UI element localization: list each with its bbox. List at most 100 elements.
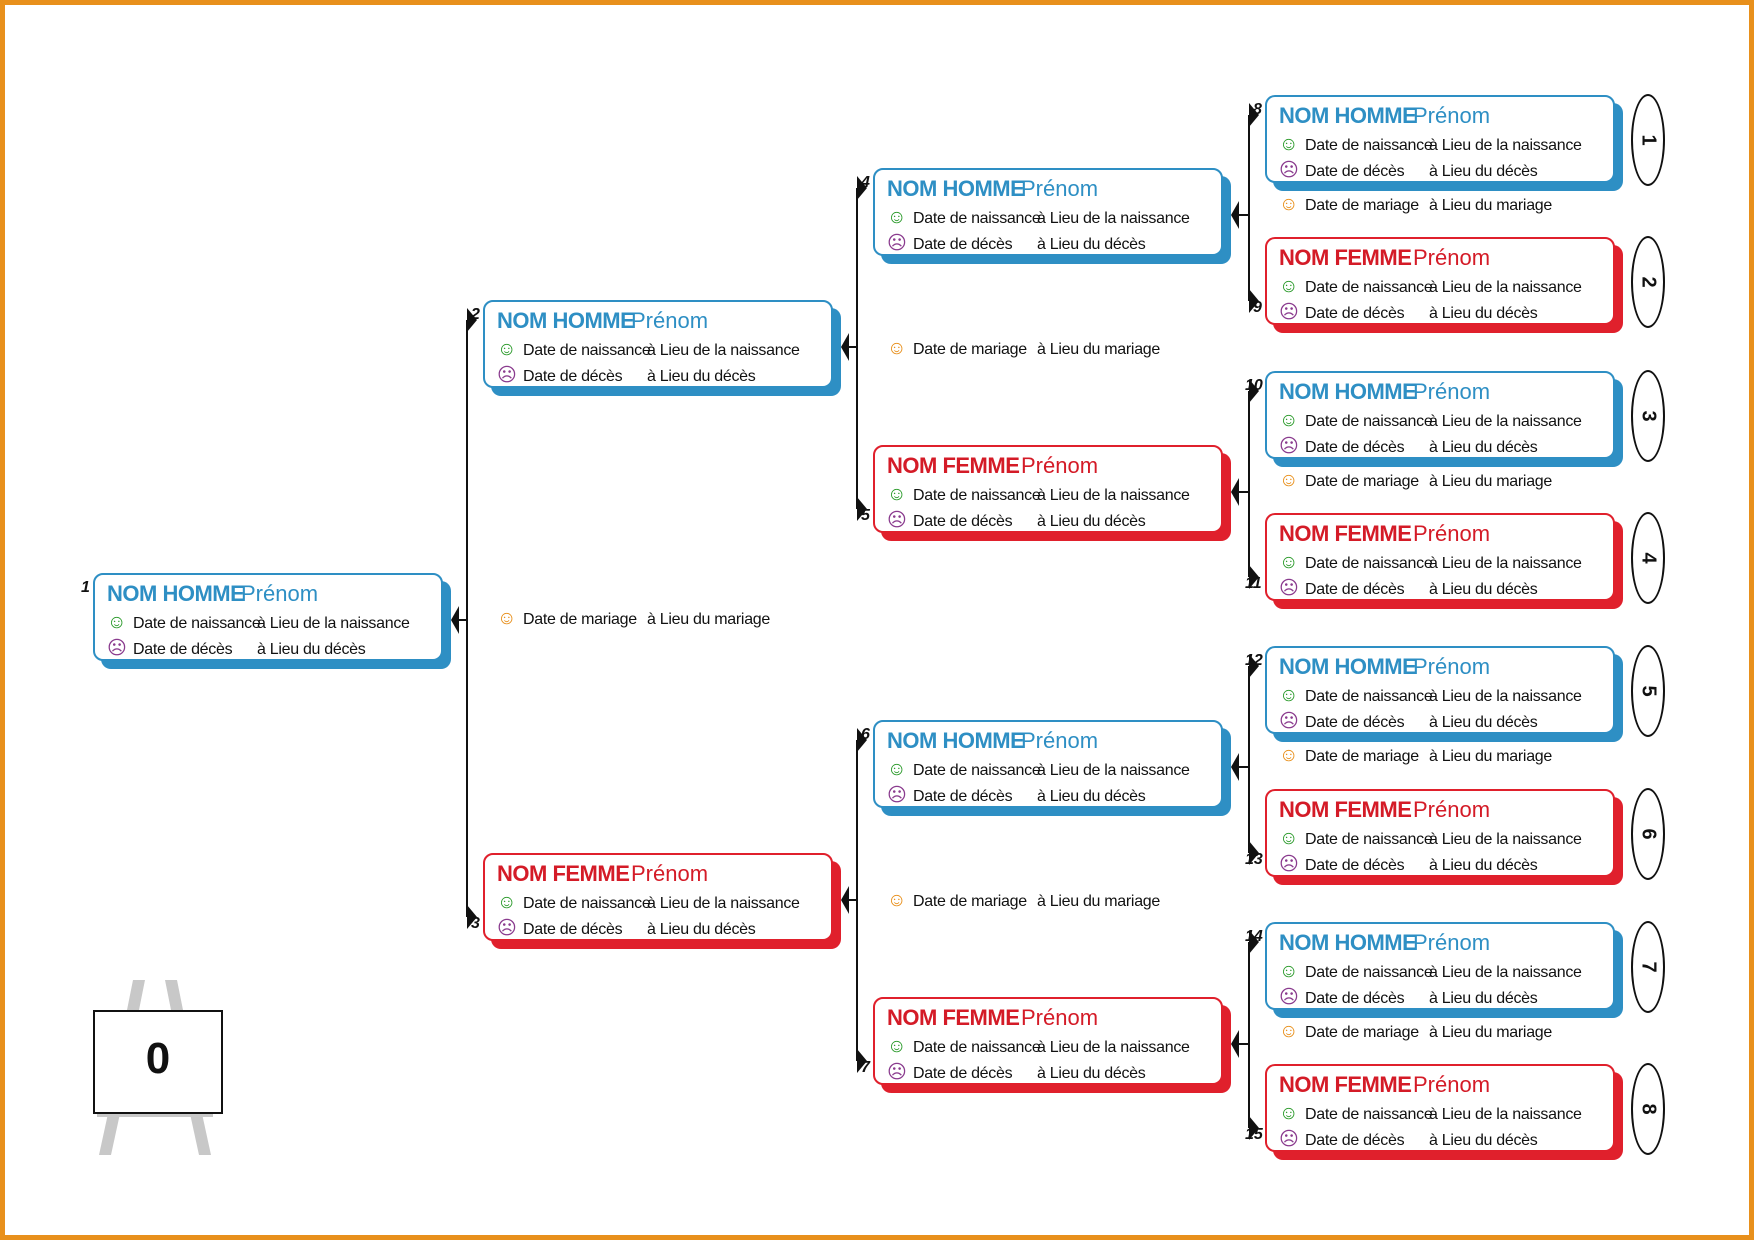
death-date: Date de décès	[913, 1065, 1013, 1082]
marriage-place: à Lieu du mariage	[1429, 197, 1552, 214]
continuation-oval-3[interactable]: 3	[1631, 370, 1665, 462]
birth-place: à Lieu de la naissance	[1037, 487, 1190, 504]
birth-place: à Lieu de la naissance	[1037, 762, 1190, 779]
parent-arrow	[467, 905, 477, 929]
given-name: Prénom	[1413, 245, 1491, 270]
sad-face-icon: ☹	[887, 510, 907, 531]
tree-connectors	[451, 103, 1259, 1140]
birth-date: Date de naissance	[1305, 964, 1433, 981]
birth-place: à Lieu de la naissance	[1429, 413, 1582, 430]
sad-face-icon: ☹	[887, 785, 907, 806]
given-name: Prénom	[241, 581, 319, 606]
marriage-place: à Lieu du mariage	[1037, 893, 1160, 910]
death-date: Date de décès	[1305, 439, 1405, 456]
sad-face-icon: ☹	[887, 233, 907, 254]
sosa-number: 15	[1245, 1126, 1263, 1143]
happy-face-icon: ☺	[497, 892, 517, 913]
female-surname: NOM FEMME	[1279, 521, 1412, 546]
death-date: Date de décès	[1305, 714, 1405, 731]
sosa-number: 10	[1245, 377, 1263, 394]
continuation-oval-5[interactable]: 5	[1631, 645, 1665, 737]
death-place: à Lieu du décès	[1429, 714, 1538, 731]
death-date: Date de décès	[1305, 857, 1405, 874]
parent-arrow	[1249, 841, 1259, 865]
marriage-place: à Lieu du mariage	[1037, 341, 1160, 358]
birth-date: Date de naissance	[913, 487, 1041, 504]
neutral-face-icon: ☺	[1279, 1021, 1299, 1042]
marriage-date: Date de mariage	[1305, 473, 1419, 490]
happy-face-icon: ☺	[887, 759, 907, 780]
given-name: Prénom	[1413, 797, 1491, 822]
sosa-number: 9	[1253, 299, 1262, 316]
sosa-number: 3	[471, 915, 480, 932]
happy-face-icon: ☺	[1279, 1103, 1299, 1124]
sosa-number: 8	[1253, 101, 1262, 118]
continuation-oval-6[interactable]: 6	[1631, 788, 1665, 880]
given-name: Prénom	[1021, 176, 1099, 201]
continuation-oval-1[interactable]: 1	[1631, 94, 1665, 186]
death-date: Date de décès	[1305, 305, 1405, 322]
male-surname: NOM HOMME	[107, 581, 245, 606]
neutral-face-icon: ☺	[887, 338, 907, 359]
birth-place: à Lieu de la naissance	[647, 895, 800, 912]
sosa-number: 11	[1245, 575, 1262, 592]
parent-arrow	[857, 728, 867, 752]
birth-place: à Lieu de la naissance	[1429, 555, 1582, 572]
marriage-place: à Lieu du mariage	[647, 611, 770, 628]
birth-place: à Lieu de la naissance	[647, 342, 800, 359]
death-place: à Lieu du décès	[647, 368, 756, 385]
given-name: Prénom	[1413, 1072, 1491, 1097]
death-date: Date de décès	[133, 641, 233, 658]
death-date: Date de décès	[1305, 163, 1405, 180]
continuation-oval-2[interactable]: 2	[1631, 236, 1665, 328]
continuation-oval-8[interactable]: 8	[1631, 1063, 1665, 1155]
death-date: Date de décès	[523, 368, 623, 385]
neutral-face-icon: ☺	[1279, 194, 1299, 215]
parent-arrow	[857, 1049, 867, 1073]
male-surname: NOM HOMME	[1279, 930, 1417, 955]
birth-place: à Lieu de la naissance	[1037, 210, 1190, 227]
marriage-date: Date de mariage	[1305, 197, 1419, 214]
male-surname: NOM HOMME	[1279, 379, 1417, 404]
continuation-oval-7[interactable]: 7	[1631, 921, 1665, 1013]
generation-board: 0	[93, 1010, 223, 1114]
continuation-oval-4[interactable]: 4	[1631, 512, 1665, 604]
parent-arrow	[1249, 565, 1259, 589]
death-date: Date de décès	[913, 788, 1013, 805]
female-surname: NOM FEMME	[1279, 797, 1412, 822]
birth-place: à Lieu de la naissance	[257, 615, 410, 632]
